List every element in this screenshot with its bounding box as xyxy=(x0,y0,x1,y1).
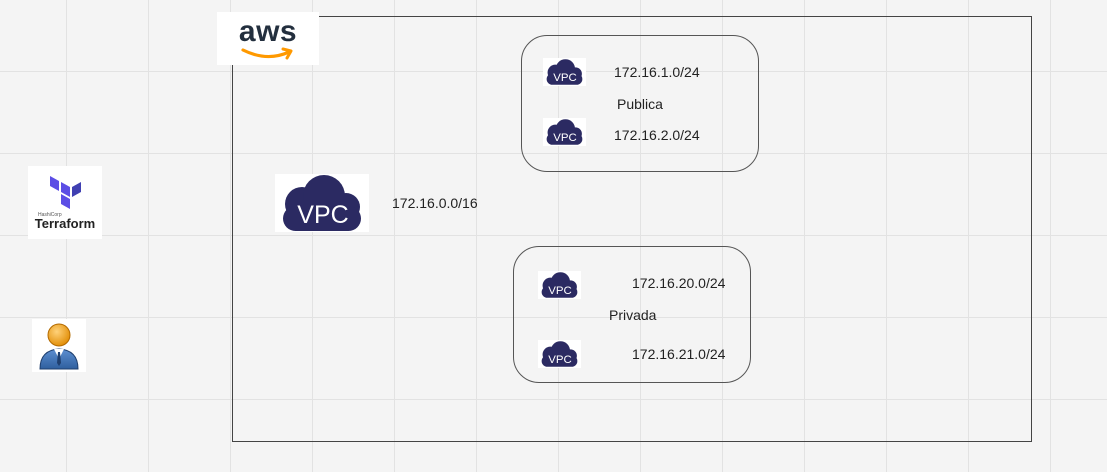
user-icon xyxy=(32,319,86,372)
vpc-cloud-icon: VPC xyxy=(538,271,581,299)
terraform-mark-icon xyxy=(50,176,81,209)
terraform-name: Terraform xyxy=(34,216,96,231)
vpc-cidr: 172.16.0.0/16 xyxy=(392,195,478,211)
private-subnet-1-cidr: 172.16.20.0/24 xyxy=(632,275,726,291)
terraform-vendor-text: HashiCorp xyxy=(38,212,62,218)
public-subnet-2-cidr: 172.16.2.0/24 xyxy=(614,127,700,143)
vpc-cloud-label: VPC xyxy=(297,201,348,229)
public-subnet-group xyxy=(521,35,759,172)
aws-logo-icon: aws xyxy=(217,12,319,65)
private-subnet-2-cidr: 172.16.21.0/24 xyxy=(632,346,726,362)
aws-smile-icon xyxy=(241,47,293,60)
vpc-cloud-icon: VPC xyxy=(543,58,586,86)
vpc-cloud-svg: VPC xyxy=(283,175,361,231)
subnet-icon-label: VPC xyxy=(553,72,577,84)
private-group-label: Privada xyxy=(609,307,657,323)
private-subnet-group xyxy=(513,246,751,383)
vpc-cloud-icon: VPC xyxy=(538,340,581,368)
terraform-logo-icon: HashiCorp Terraform xyxy=(28,166,102,239)
vpc-cloud-icon: VPC xyxy=(543,118,586,146)
aws-logo-text: aws xyxy=(238,15,298,48)
public-subnet-1-cidr: 172.16.1.0/24 xyxy=(614,64,700,80)
subnet-icon-label: VPC xyxy=(548,354,572,366)
aws-cloud-boundary xyxy=(232,16,1032,442)
vpc-cloud-icon: VPC xyxy=(275,174,369,232)
public-group-label: Publica xyxy=(617,96,663,112)
subnet-icon-label: VPC xyxy=(548,285,572,297)
subnet-icon-label: VPC xyxy=(553,132,577,144)
